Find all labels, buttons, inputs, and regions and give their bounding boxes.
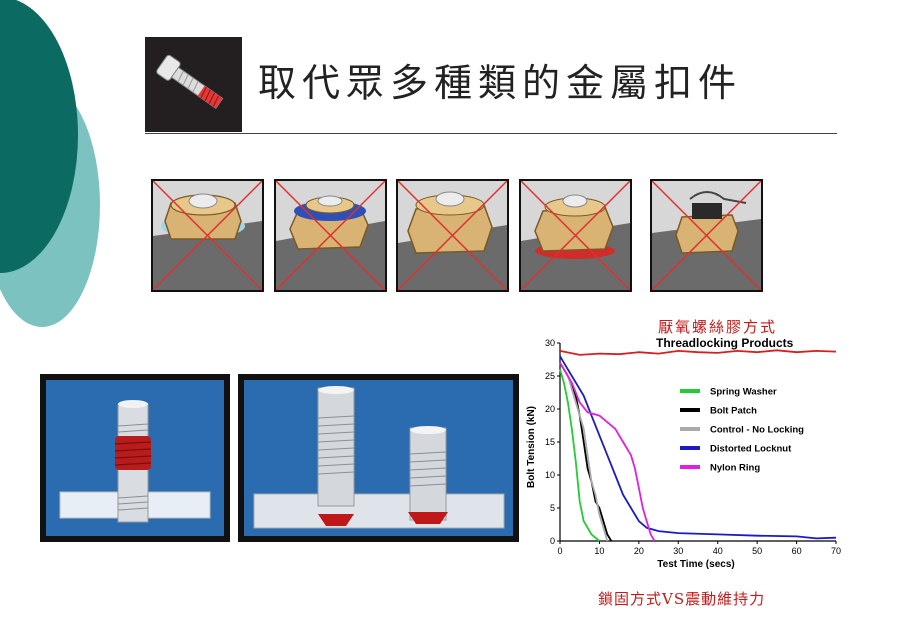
page-title: 取代眾多種類的金屬扣件 [258, 61, 743, 105]
chart-y-tick-label: 30 [545, 338, 555, 348]
chart-y-tick-label: 5 [550, 503, 555, 513]
title-divider [145, 133, 837, 134]
chart-x-tick-label: 40 [713, 546, 723, 556]
chart-ylabel: Bolt Tension (kN) [526, 406, 537, 488]
chart-title: Threadlocking Products [656, 336, 794, 350]
chart-series-lines [559, 349, 837, 542]
chart-series-3 [559, 362, 609, 542]
chart-series-1 [559, 369, 600, 542]
chart-series-5 [559, 362, 656, 542]
chart-x-tick-label: 70 [831, 546, 841, 556]
chart-x-tick-label: 50 [752, 546, 762, 556]
chart-series-4 [559, 355, 837, 540]
bolt-photo-with-threadlocker [40, 374, 230, 542]
bolt-icon [145, 37, 242, 132]
chart-axes: 0 10 20 30 40 50 60 70 0 5 10 15 20 25 30 [545, 338, 841, 556]
spring-washer-nut-crossed-icon [151, 179, 264, 292]
legend-label: Control - No Locking [710, 425, 804, 436]
bolt-patch-nut-crossed-icon [274, 179, 387, 292]
chart-x-tick-label: 60 [792, 546, 802, 556]
chart-x-tick-label: 10 [594, 546, 604, 556]
chart-y-tick-label: 10 [545, 470, 555, 480]
chart-caption-top: 厭氧螺絲膠方式 [658, 318, 778, 336]
legend-label: Distorted Locknut [710, 444, 792, 455]
legend-label: Bolt Patch [710, 406, 757, 417]
chart-caption-bottom: 鎖固方式VS震動維持力 [598, 590, 766, 608]
chart-x-tick-label: 20 [634, 546, 644, 556]
bolt-tension-chart: 0 10 20 30 40 50 60 70 0 5 10 15 20 25 30 Spring Washe… [526, 336, 841, 570]
chart-x-tick-label: 30 [673, 546, 683, 556]
legend-label: Nylon Ring [710, 463, 760, 474]
legend-label: Spring Washer [710, 387, 777, 398]
chart-x-tick-label: 0 [557, 546, 562, 556]
chart-y-tick-label: 0 [550, 536, 555, 546]
chart-y-tick-label: 25 [545, 371, 555, 381]
distorted-locknut-crossed-icon [519, 179, 632, 292]
plain-nut-crossed-icon [396, 179, 509, 292]
chart-series-2 [559, 362, 613, 542]
chart-y-tick-label: 15 [545, 437, 555, 447]
chart-y-tick-label: 20 [545, 404, 555, 414]
chart-series-0 [559, 349, 837, 356]
chart-xlabel: Test Time (secs) [657, 559, 734, 570]
castle-nut-cotter-pin-crossed-icon [650, 179, 763, 292]
decorative-teal-shapes [0, 0, 100, 327]
bolt-photo-threaded-holes [238, 374, 519, 542]
dark-teal-arc [0, 0, 78, 273]
